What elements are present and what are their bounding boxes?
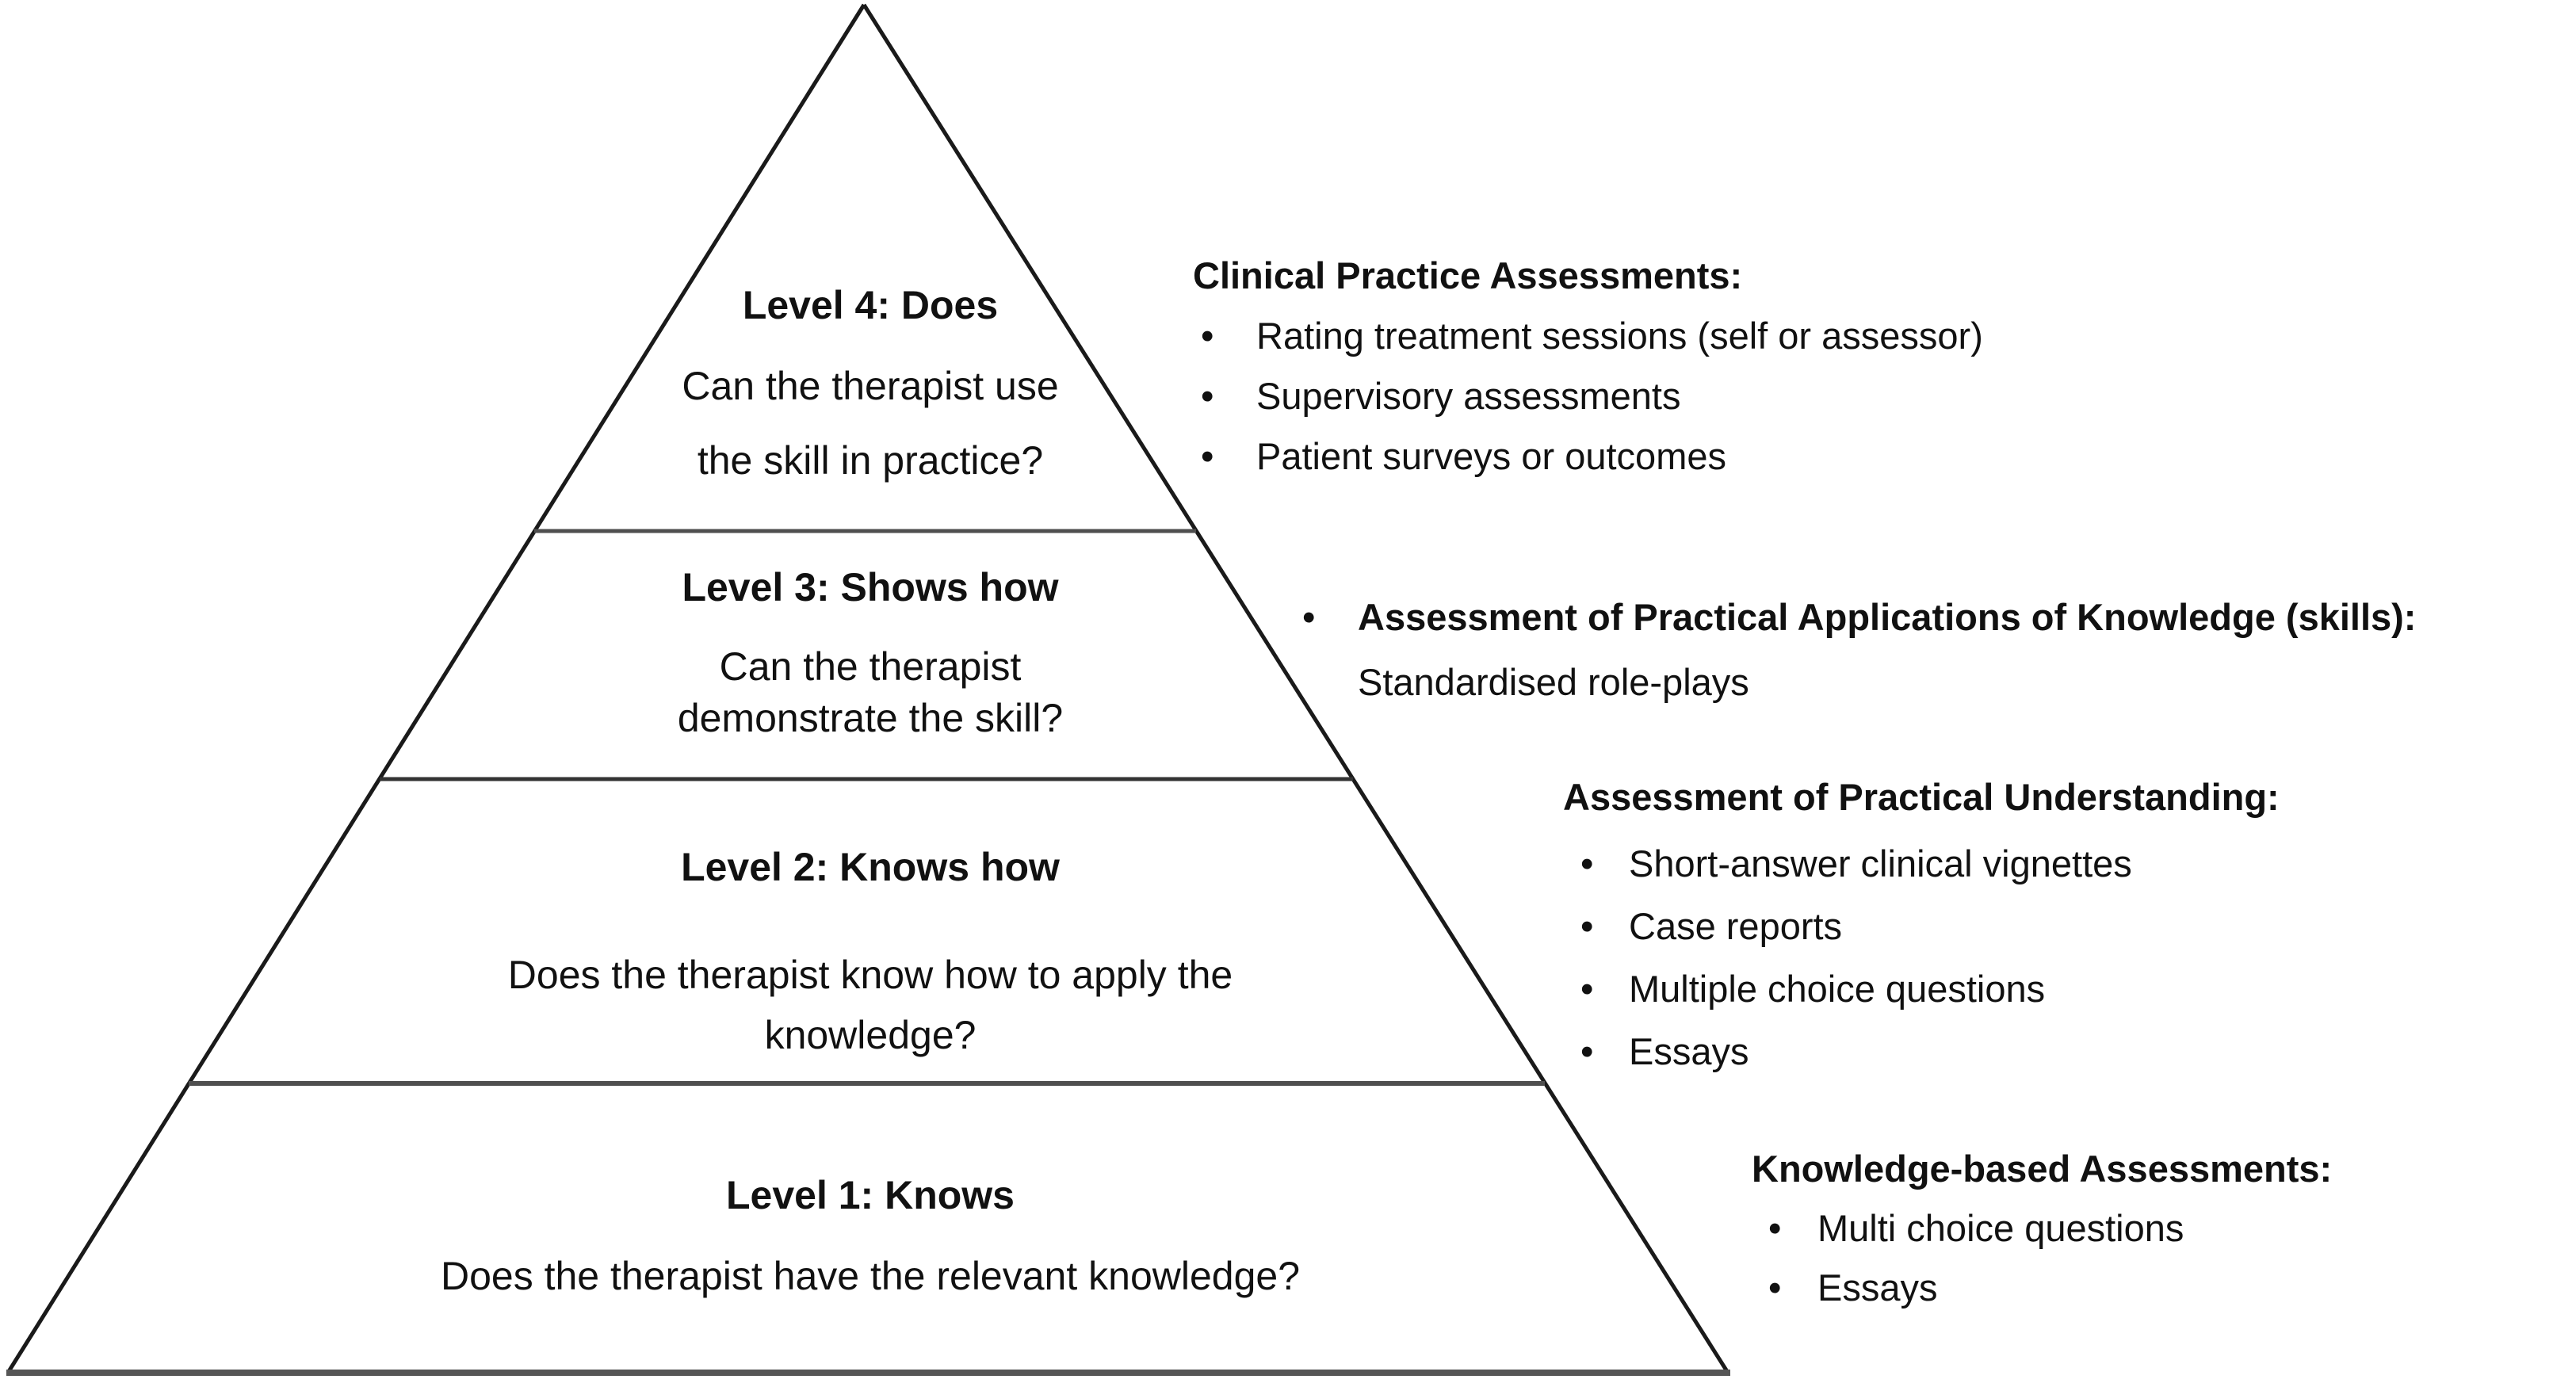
bullet-icon: •	[1768, 1207, 1782, 1249]
level-3-line-1: Can the therapist	[719, 644, 1022, 689]
bullet-item: • Assessment of Practical Applications o…	[1294, 592, 2416, 643]
level-1-line-1: Does the therapist have the relevant kno…	[440, 1254, 1301, 1298]
annotation-clinical-practice-assessments: Clinical Practice Assessments: • Rating …	[1193, 250, 1983, 491]
bullet-icon: •	[1201, 315, 1214, 357]
bullet-icon: •	[1302, 596, 1316, 638]
bullet-item-label: Multiple choice questions	[1629, 968, 2046, 1010]
annotation-practical-understanding: Assessment of Practical Understanding: •…	[1563, 772, 2280, 1089]
bullet-item-label: Rating treatment sessions (self or asses…	[1256, 315, 1983, 357]
pyramid-left-side-line	[6, 3, 866, 1374]
bullet-item: • Essays	[1576, 1026, 2280, 1077]
annotation-heading: Assessment of Practical Applications of …	[1358, 596, 2417, 638]
bullet-item: • Multiple choice questions	[1576, 964, 2280, 1014]
bullet-item: • Rating treatment sessions (self or ass…	[1193, 311, 1983, 361]
pyramid-right-side-line	[862, 3, 1730, 1374]
bullet-item-label: Essays	[1629, 1030, 1749, 1072]
bullet-item-label: Multi choice questions	[1817, 1207, 2184, 1249]
bullet-icon: •	[1201, 375, 1214, 417]
bullet-icon: •	[1768, 1266, 1782, 1309]
annotation-heading: Clinical Practice Assessments:	[1193, 254, 1743, 296]
bullet-item-label: Patient surveys or outcomes	[1256, 435, 1726, 477]
annotation-subline: Standardised role-plays	[1358, 661, 1749, 703]
level-1-title: Level 1: Knows	[726, 1173, 1015, 1217]
bullet-item: • Multi choice questions	[1764, 1203, 2332, 1254]
level-2-title: Level 2: Knows how	[681, 845, 1060, 889]
bullet-icon: •	[1580, 905, 1594, 947]
bullet-item: • Supervisory assessments	[1193, 371, 1983, 422]
bullet-item: • Essays	[1764, 1263, 2332, 1313]
bullet-item-label: Essays	[1817, 1266, 1938, 1309]
bullet-item: • Patient surveys or outcomes	[1193, 431, 1983, 482]
bullet-icon: •	[1580, 842, 1594, 884]
level-4-line-1: Can the therapist use	[682, 364, 1059, 408]
bullet-item-label: Short-answer clinical vignettes	[1629, 842, 2132, 884]
bullet-icon: •	[1580, 1030, 1594, 1072]
level-2-line-1: Does the therapist know how to apply the	[507, 953, 1233, 997]
level-3-line-2: demonstrate the skill?	[677, 696, 1064, 740]
level-2-line-2: knowledge?	[764, 1013, 977, 1057]
level-4-line-2: the skill in practice?	[697, 438, 1044, 483]
bullet-icon: •	[1201, 435, 1214, 477]
bullet-item-label: Supervisory assessments	[1256, 375, 1681, 417]
level-3-title: Level 3: Shows how	[682, 565, 1059, 609]
annotation-practical-applications-of-knowledge: • Assessment of Practical Applications o…	[1294, 592, 2416, 708]
bullet-item: • Case reports	[1576, 901, 2280, 952]
annotation-heading: Knowledge-based Assessments:	[1752, 1148, 2333, 1190]
level-4-title: Level 4: Does	[742, 283, 999, 327]
bullet-item-label: Case reports	[1629, 905, 1843, 947]
bullet-item: • Short-answer clinical vignettes	[1576, 839, 2280, 889]
annotation-knowledge-based-assessments: Knowledge-based Assessments: • Multi cho…	[1752, 1144, 2332, 1322]
bullet-icon: •	[1580, 968, 1594, 1010]
annotation-heading: Assessment of Practical Understanding:	[1563, 776, 2280, 818]
